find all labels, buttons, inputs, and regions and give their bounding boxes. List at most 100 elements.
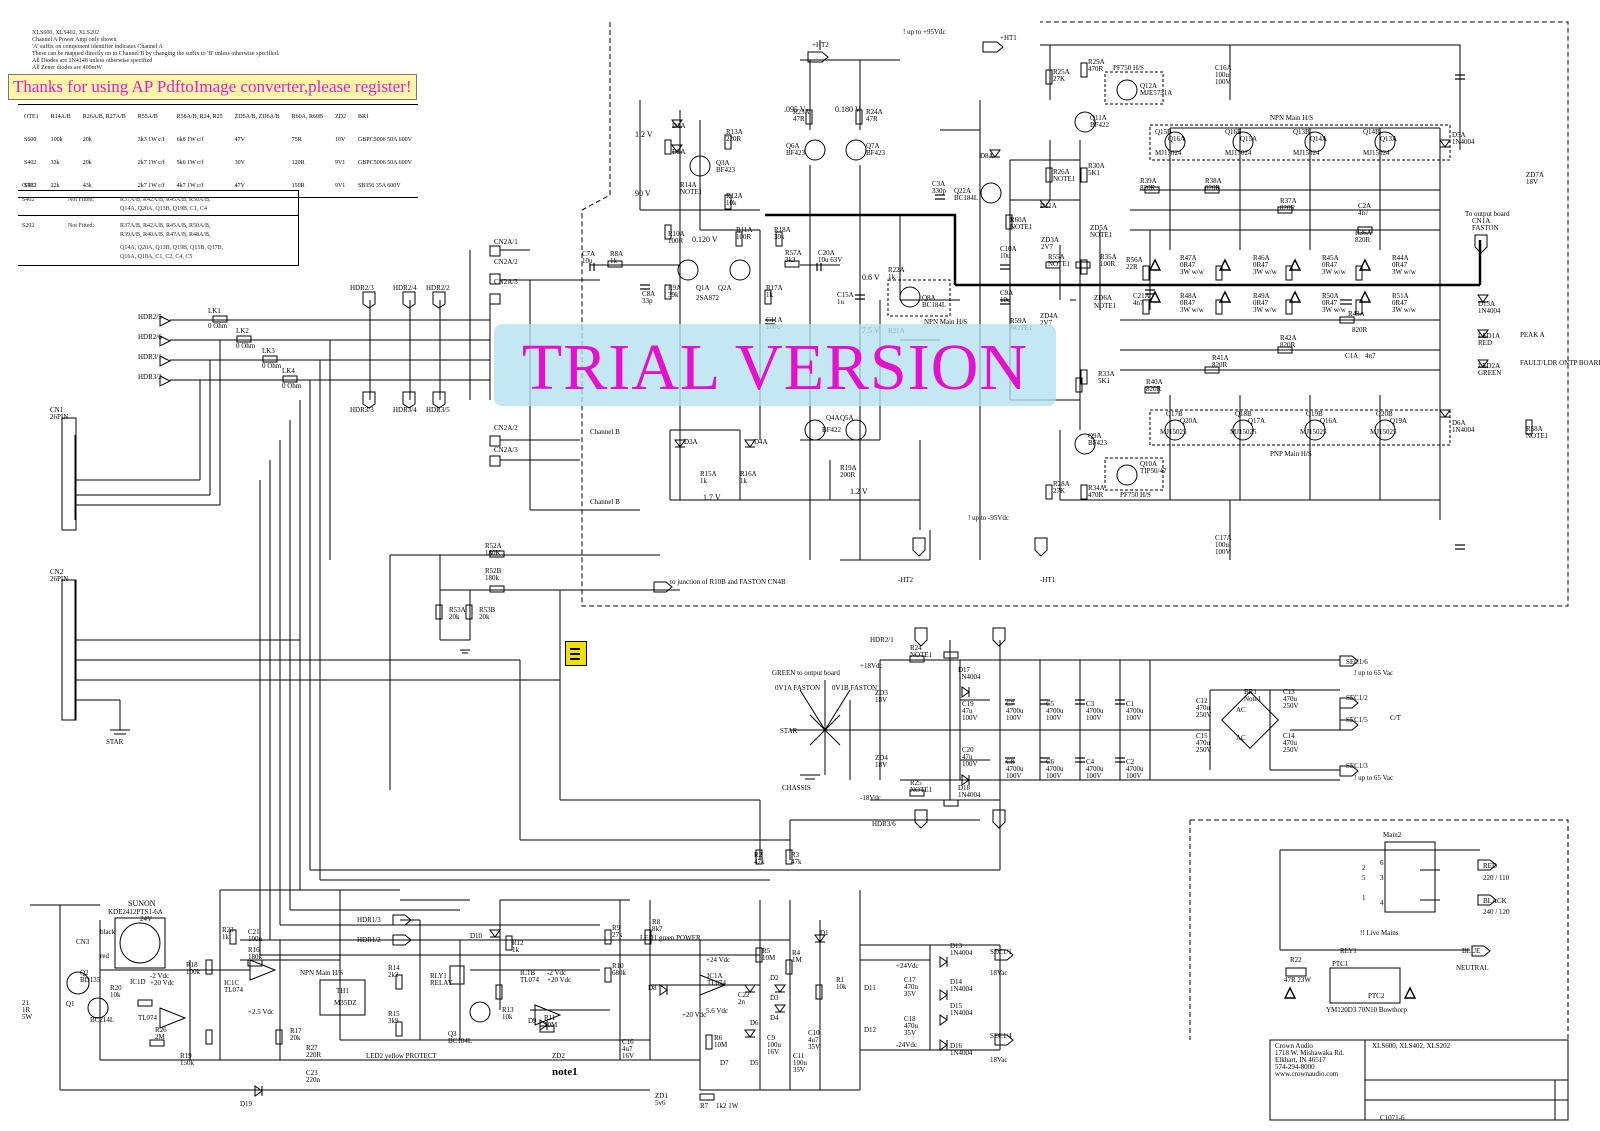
svg-text:10k: 10k bbox=[726, 199, 737, 207]
sticky-note-icon[interactable] bbox=[565, 641, 587, 666]
resistor-symbols bbox=[137, 62, 1533, 1101]
svg-text:1N4004: 1N4004 bbox=[958, 791, 981, 799]
svg-text:D1: D1 bbox=[820, 929, 829, 937]
svg-text:5K1: 5K1 bbox=[1088, 169, 1101, 177]
svg-text:C19: C19 bbox=[962, 700, 974, 708]
svg-text:RELAY: RELAY bbox=[430, 979, 453, 987]
svg-text:R28A: R28A bbox=[1053, 480, 1070, 488]
svg-text:+24 Vdc: +24 Vdc bbox=[706, 956, 730, 964]
svg-text:C23: C23 bbox=[306, 1069, 318, 1077]
spec-table-1-header-cell: R60A, R60B bbox=[291, 113, 323, 120]
svg-text:16V: 16V bbox=[622, 1052, 634, 1060]
svg-text:HDR3/2: HDR3/2 bbox=[138, 373, 162, 381]
label-peak: PEAK A bbox=[1520, 331, 1545, 339]
svg-text:10u: 10u bbox=[582, 257, 593, 265]
label-v012: 0.120 V bbox=[692, 235, 718, 244]
svg-text:Q12A: Q12A bbox=[1140, 82, 1157, 90]
label-ct: C/T bbox=[1390, 714, 1402, 722]
svg-text:10u: 10u bbox=[1000, 296, 1011, 304]
svg-text:Q6A: Q6A bbox=[786, 142, 800, 150]
svg-text:Q20B: Q20B bbox=[1376, 410, 1393, 418]
power-amp-boundary bbox=[581, 21, 1569, 1120]
svg-text:R57A: R57A bbox=[785, 249, 802, 257]
svg-text:NOTE1: NOTE1 bbox=[1053, 175, 1076, 183]
svg-text:R23A: R23A bbox=[793, 108, 810, 116]
svg-text:D14: D14 bbox=[950, 978, 963, 986]
label-sec1-1: SEC1/1 bbox=[990, 948, 1012, 956]
svg-text:D16: D16 bbox=[950, 1042, 963, 1050]
svg-text:C9A: C9A bbox=[1000, 289, 1013, 297]
svg-text:470u: 470u bbox=[1283, 695, 1298, 703]
svg-text:CN2A/2: CN2A/2 bbox=[494, 258, 518, 266]
svg-text:R10A: R10A bbox=[668, 230, 685, 238]
svg-text:TL074: TL074 bbox=[224, 986, 244, 994]
svg-text:1N4004: 1N4004 bbox=[1452, 426, 1475, 434]
svg-text:10k: 10k bbox=[836, 983, 847, 991]
svg-text:100R: 100R bbox=[1100, 260, 1116, 268]
svg-text:C11A: C11A bbox=[766, 316, 782, 324]
cell: 20k bbox=[82, 136, 92, 143]
svg-text:100u: 100u bbox=[793, 1059, 808, 1067]
svg-text:ZD6A: ZD6A bbox=[1094, 294, 1112, 302]
svg-text:250V: 250V bbox=[1283, 702, 1299, 710]
cell: 30V bbox=[234, 159, 245, 166]
svg-text:R25: R25 bbox=[910, 779, 922, 787]
svg-text:NOTE1: NOTE1 bbox=[1010, 223, 1033, 231]
svg-text:C15: C15 bbox=[1196, 732, 1208, 740]
svg-text:D8A: D8A bbox=[980, 152, 994, 160]
label-chan-b-1: Channel B bbox=[590, 428, 620, 436]
svg-text:R33A: R33A bbox=[1098, 370, 1115, 378]
svg-text:Q10A: Q10A bbox=[1140, 460, 1157, 468]
svg-text:-18Vdc: -18Vdc bbox=[860, 794, 881, 802]
svg-text:R7: R7 bbox=[700, 1102, 709, 1110]
ribbon-connectors bbox=[61, 417, 77, 721]
svg-text:R13: R13 bbox=[502, 1006, 514, 1014]
svg-text:R48A: R48A bbox=[1180, 292, 1197, 300]
label-star-psu: STAR bbox=[780, 727, 798, 735]
svg-text:2V7: 2V7 bbox=[1040, 319, 1053, 327]
spec-table-2-model: S202 bbox=[22, 223, 35, 229]
svg-text:-2 Vdc: -2 Vdc bbox=[150, 972, 169, 980]
svg-text:HDR3/4: HDR3/4 bbox=[393, 406, 417, 414]
thermistor-box bbox=[319, 979, 366, 1016]
svg-text:HDR2/5: HDR2/5 bbox=[138, 313, 162, 321]
svg-text:47u: 47u bbox=[962, 753, 973, 761]
svg-text:R1: R1 bbox=[836, 976, 845, 984]
cell: 120R bbox=[291, 159, 305, 166]
svg-text:2V7: 2V7 bbox=[1041, 243, 1054, 251]
svg-text:C2A: C2A bbox=[1358, 202, 1371, 210]
svg-text:1N4004: 1N4004 bbox=[1478, 307, 1501, 315]
svg-text:C11: C11 bbox=[793, 1052, 805, 1060]
heatsink-frames bbox=[887, 71, 1451, 491]
svg-text:10M: 10M bbox=[714, 1041, 728, 1049]
svg-text:R9A: R9A bbox=[668, 284, 681, 292]
svg-text:D4A: D4A bbox=[754, 438, 768, 446]
svg-text:R19A: R19A bbox=[840, 464, 857, 472]
svg-text:100u: 100u bbox=[1215, 541, 1230, 549]
label-v17: 1.7 V bbox=[703, 493, 721, 502]
svg-text:R12A: R12A bbox=[726, 192, 743, 200]
spec-table-2-item: R37A/B, R42A/B, R45A/B, R50A/B, bbox=[120, 197, 211, 203]
svg-text:4u7: 4u7 bbox=[808, 1036, 819, 1044]
label-pnp-main: PNP Main H/S bbox=[1270, 450, 1312, 458]
label-fan-v: 24V bbox=[140, 915, 152, 923]
svg-text:470u: 470u bbox=[904, 983, 919, 991]
svg-text:C13: C13 bbox=[1283, 688, 1295, 696]
label-18vac-1: 18Vac bbox=[990, 969, 1008, 977]
label-chassis: CHASSIS bbox=[782, 784, 811, 792]
svg-text:3k3: 3k3 bbox=[785, 256, 796, 264]
cell: 22k bbox=[50, 182, 60, 189]
svg-text:R58A: R58A bbox=[1526, 425, 1543, 433]
svg-text:5v6: 5v6 bbox=[655, 1099, 666, 1107]
svg-text:Q5A: Q5A bbox=[840, 414, 854, 422]
svg-text:R22: R22 bbox=[1290, 956, 1302, 964]
svg-text:100n: 100n bbox=[248, 935, 263, 943]
svg-text:D6A: D6A bbox=[1452, 419, 1466, 427]
svg-text:39k: 39k bbox=[668, 291, 679, 299]
svg-text:D12: D12 bbox=[864, 1026, 877, 1034]
label-sec1-4: SEC1/4 bbox=[990, 1032, 1012, 1040]
svg-text:R52B: R52B bbox=[485, 567, 502, 575]
svg-text:R55A: R55A bbox=[1048, 253, 1065, 261]
svg-text:R60A: R60A bbox=[1010, 216, 1027, 224]
svg-text:0R47: 0R47 bbox=[1322, 299, 1338, 307]
